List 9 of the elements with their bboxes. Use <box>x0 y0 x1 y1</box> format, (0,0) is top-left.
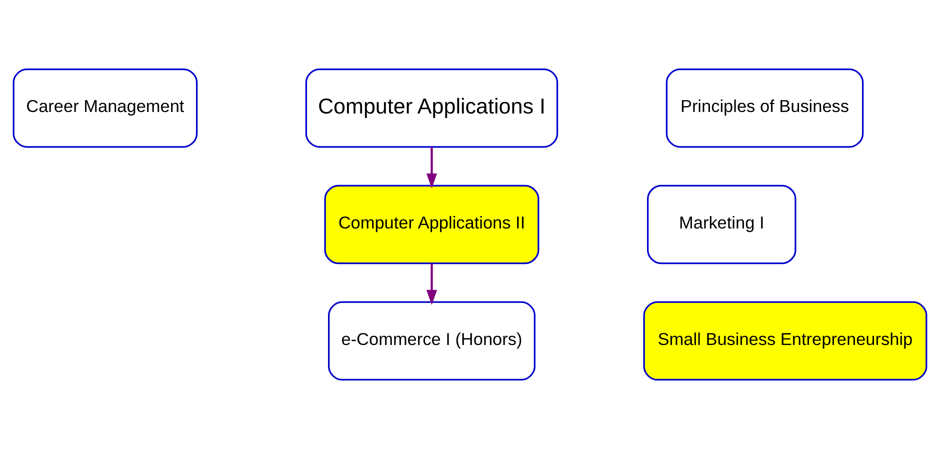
node-box: Small Business Entrepreneurship <box>643 301 928 380</box>
node-box: Computer Applications I <box>305 68 558 148</box>
node-box: Principles of Business <box>666 68 864 148</box>
node-box: Computer Applications II <box>324 184 540 264</box>
arrow <box>426 263 438 305</box>
node-box: e-Commerce I (Honors) <box>328 301 536 380</box>
arrow <box>426 146 438 189</box>
node-box: Career Management <box>12 68 198 148</box>
node-box: Marketing I <box>647 184 796 264</box>
